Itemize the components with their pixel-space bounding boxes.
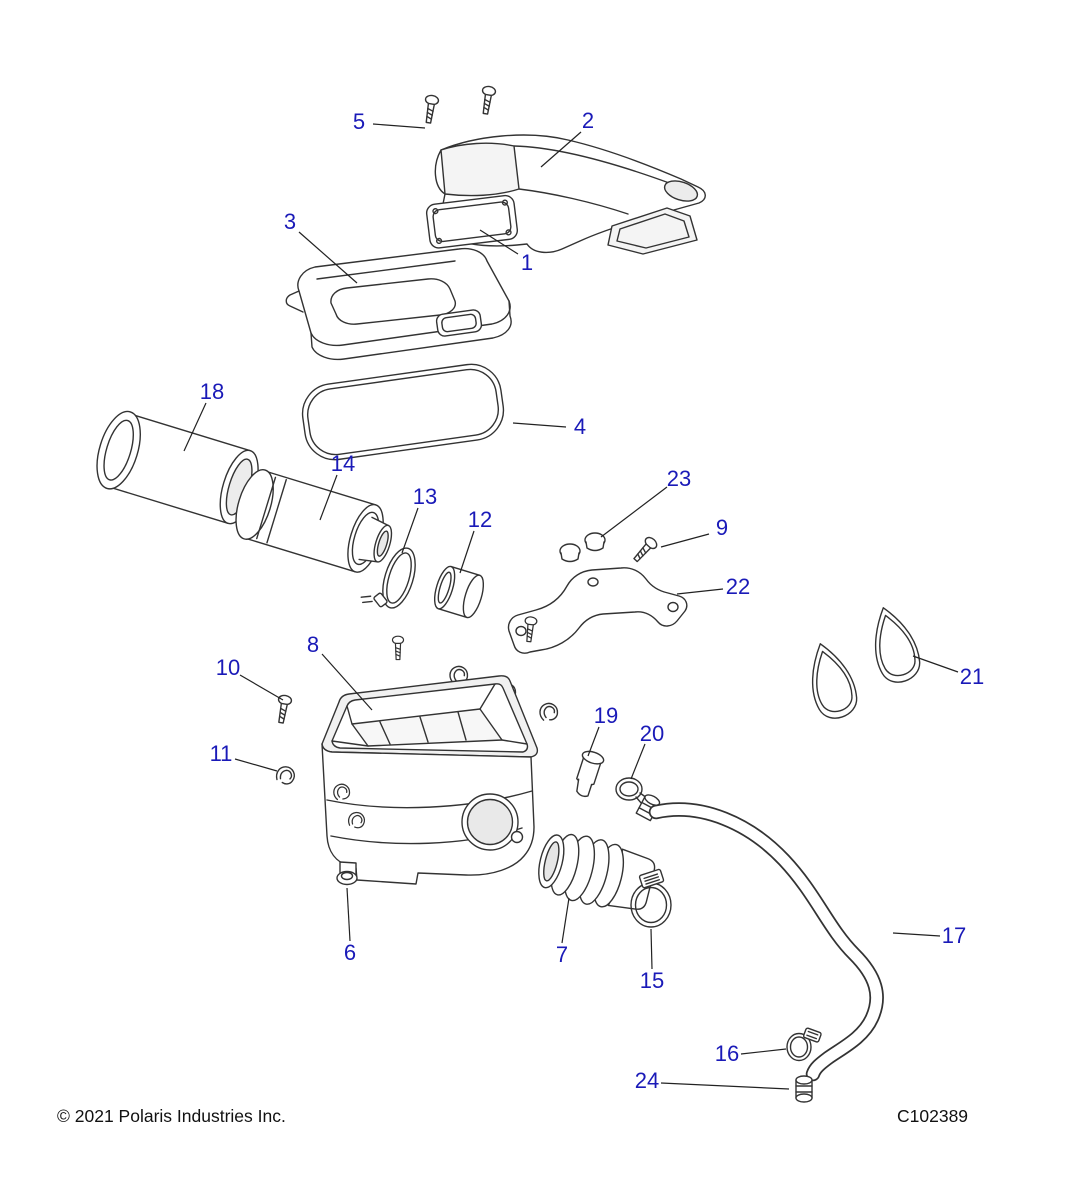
callout-23: 23	[666, 466, 692, 491]
callout-2: 2	[581, 108, 595, 133]
callout-17: 17	[941, 923, 967, 948]
airbox-cover	[285, 247, 512, 361]
leader-line-19	[587, 726, 600, 757]
intake-boot	[538, 833, 656, 910]
drain-outlet-fitting	[795, 1075, 813, 1103]
box-screw	[391, 635, 405, 661]
leader-line-20	[630, 743, 646, 780]
grommet	[336, 870, 358, 886]
callout-24: 24	[634, 1068, 660, 1093]
callout-19: 19	[593, 703, 619, 728]
leader-line-5	[372, 123, 426, 129]
leader-line-8	[321, 653, 373, 711]
callout-10: 10	[215, 655, 241, 680]
duct-screws	[421, 84, 497, 125]
callout-15: 15	[639, 968, 665, 993]
callout-4: 4	[573, 414, 587, 439]
callout-22: 22	[725, 574, 751, 599]
callout-3: 3	[283, 209, 297, 234]
cover-seal	[301, 363, 505, 461]
leader-line-22	[676, 588, 724, 595]
bracket-screw	[630, 534, 660, 566]
leader-line-15	[650, 928, 653, 970]
leader-line-13	[401, 507, 419, 554]
callout-16: 16	[714, 1041, 740, 1066]
boot-clamp	[630, 868, 672, 928]
adapter-ring	[433, 565, 485, 619]
leader-line-1	[479, 229, 519, 255]
leader-line-6	[346, 887, 351, 942]
callout-21: 21	[959, 664, 985, 689]
leader-line-21	[912, 655, 959, 673]
box-mount-screw	[273, 693, 293, 725]
callout-14: 14	[330, 451, 356, 476]
leader-line-2	[540, 131, 582, 168]
leader-line-18	[183, 402, 207, 452]
callout-20: 20	[639, 721, 665, 746]
retaining-clip	[273, 763, 298, 787]
leader-lines	[183, 123, 959, 1090]
leader-line-7	[561, 897, 570, 944]
drain-hose	[648, 802, 884, 1082]
leader-line-14	[319, 474, 338, 521]
support-bracket	[507, 567, 688, 654]
seal-rings	[800, 601, 926, 724]
rubber-plugs	[559, 532, 606, 563]
duct-gasket	[425, 194, 519, 249]
callout-9: 9	[715, 515, 729, 540]
diagram-code: C102389	[897, 1106, 969, 1126]
leader-line-24	[660, 1082, 790, 1090]
leader-line-23	[600, 486, 668, 538]
hose-clamp-small	[786, 1027, 822, 1062]
callout-7: 7	[555, 942, 569, 967]
leader-line-16	[740, 1048, 787, 1055]
leader-line-12	[459, 530, 475, 574]
callout-1: 1	[520, 250, 534, 275]
callout-18: 18	[199, 379, 225, 404]
leader-line-17	[892, 932, 941, 937]
vent-fitting	[576, 750, 605, 798]
callout-11: 11	[209, 741, 233, 766]
leader-line-10	[239, 674, 284, 701]
copyright-text: © 2021 Polaris Industries Inc.	[57, 1106, 286, 1126]
callout-13: 13	[412, 484, 438, 509]
leader-line-4	[512, 422, 567, 428]
air-box	[321, 675, 539, 885]
leader-line-3	[298, 231, 358, 284]
leader-line-9	[660, 533, 710, 548]
leader-line-11	[234, 758, 278, 772]
callout-6: 6	[343, 940, 357, 965]
callout-8: 8	[306, 632, 320, 657]
air-filter	[235, 469, 393, 573]
callout-12: 12	[467, 507, 493, 532]
callout-5: 5	[352, 109, 366, 134]
filter-clamp	[360, 547, 416, 609]
